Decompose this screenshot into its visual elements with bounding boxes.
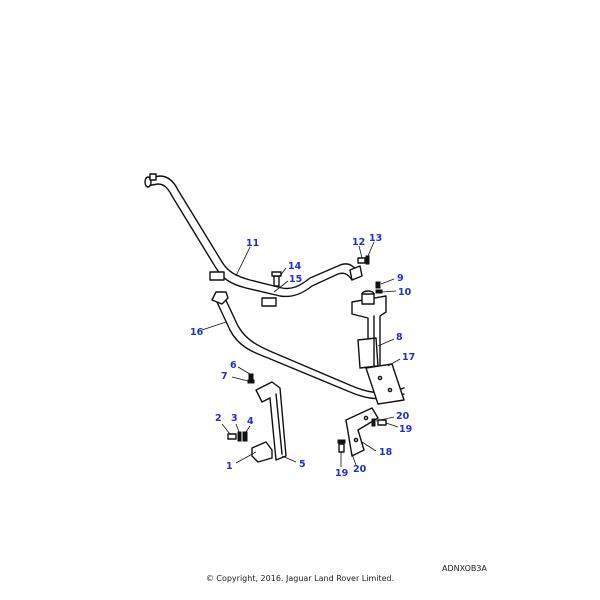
callout-6: 6	[230, 360, 237, 371]
callout-9: 9	[397, 273, 404, 284]
callout-12: 12	[352, 237, 365, 248]
callout-5: 5	[299, 459, 306, 470]
callout-4: 4	[247, 416, 254, 427]
callout-1: 1	[226, 461, 233, 472]
support-arm	[255, 381, 287, 461]
mounting-bracket	[351, 290, 387, 373]
callout-20b: 20	[353, 464, 367, 475]
callout-20a: 20	[396, 411, 410, 422]
small-bracket	[251, 441, 273, 463]
callout-17: 17	[402, 352, 415, 363]
leader-lines	[201, 241, 401, 467]
callout-14: 14	[288, 261, 302, 272]
callout-10: 10	[398, 287, 412, 298]
callout-8: 8	[396, 332, 403, 343]
diagram-reference-code: ADNXOB3A	[442, 564, 487, 573]
callout-19a: 19	[399, 424, 412, 435]
callout-18: 18	[379, 447, 393, 458]
callout-15: 15	[289, 274, 302, 285]
upper-tube	[144, 173, 363, 307]
callout-11: 11	[246, 238, 259, 249]
copyright-notice: © Copyright, 2016. Jaguar Land Rover Lim…	[205, 574, 395, 583]
callout-7: 7	[221, 371, 228, 382]
callout-3: 3	[231, 413, 238, 424]
callout-2: 2	[215, 413, 222, 424]
callout-19b: 19	[335, 468, 348, 479]
mounting-plate	[365, 363, 405, 405]
angle-bracket	[345, 407, 379, 457]
callout-13: 13	[369, 233, 382, 244]
callouts: 1 2 3 4 5 6 7 8 9 10 11 12 13 14 15 16 1…	[190, 233, 415, 479]
callout-16: 16	[190, 327, 204, 338]
